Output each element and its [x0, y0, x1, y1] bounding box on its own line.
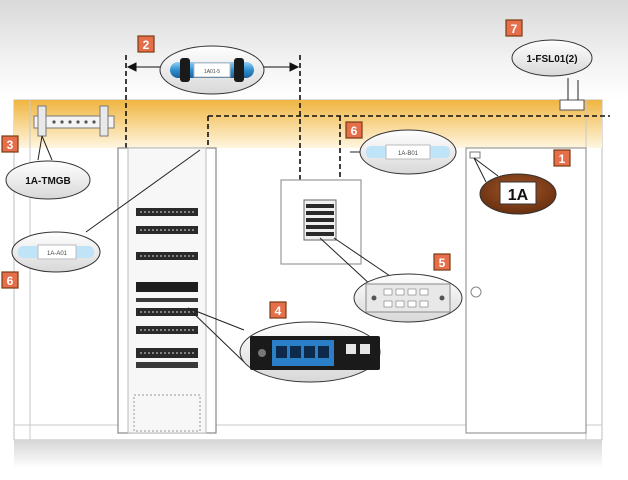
room-sign-callout: 1A [479, 173, 557, 215]
wall-backboard [280, 179, 362, 265]
fire-stop-text: 1-FSL01(2) [526, 54, 577, 65]
rack-patch-panels [136, 208, 198, 368]
rack-port-marks [140, 211, 194, 354]
fiber-panel-callout [353, 273, 463, 323]
callout-leaders [37, 78, 579, 363]
marker-6-right: 6 [345, 121, 363, 139]
marker-7: 7 [505, 19, 523, 37]
marker-5: 5 [433, 253, 451, 271]
rack-label-callout: 1A-A01 [11, 231, 101, 273]
fire-stop-box [559, 99, 585, 111]
tmgb-callout: 1A-TMGB [5, 160, 91, 200]
marker-6-left-number: 6 [7, 274, 14, 288]
marker-1: 1 [553, 149, 571, 167]
marker-3: 3 [1, 135, 19, 153]
room-sign-text: 1A [508, 187, 529, 204]
fire-stop-callout: 1-FSL01(2) [511, 39, 593, 77]
marker-6-right-number: 6 [351, 124, 358, 138]
marker-4-number: 4 [275, 304, 282, 318]
marker-6-left: 6 [1, 271, 19, 289]
marker-7-number: 7 [511, 22, 518, 36]
cable-pathway [125, 55, 610, 180]
backboard-label-callout: 1A-B01 [359, 129, 457, 175]
grounding-busbar [33, 105, 115, 137]
marker-5-number: 5 [439, 256, 446, 270]
floor [14, 440, 602, 468]
marker-2-number: 2 [143, 38, 150, 52]
tmgb-text: 1A-TMGB [25, 176, 71, 187]
patch-panel-callout [239, 321, 381, 383]
cable-label-text: 1A01-5 [204, 69, 220, 75]
marker-4: 4 [269, 301, 287, 319]
cable-label-callout: 1A01-5 [159, 45, 265, 95]
marker-1-number: 1 [559, 152, 566, 166]
marker-3-number: 3 [7, 138, 14, 152]
marker-2: 2 [137, 35, 155, 53]
rack-label-text: 1A-A01 [47, 251, 68, 257]
backboard-label-text: 1A-B01 [398, 151, 419, 157]
